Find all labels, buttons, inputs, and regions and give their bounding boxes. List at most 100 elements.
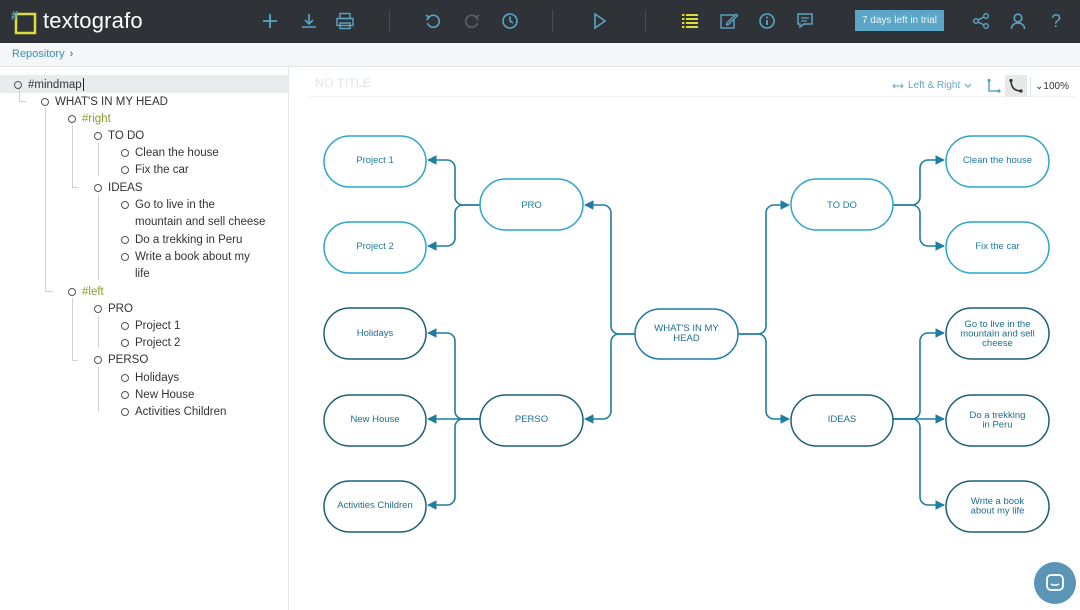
bullet-icon <box>14 80 22 89</box>
indent-guide <box>98 315 99 348</box>
trial-button[interactable]: 7 days left in trial <box>855 10 944 31</box>
outline-line[interactable]: Holidays <box>121 369 179 386</box>
indent-guide <box>19 101 26 102</box>
svg-text:#: # <box>11 8 19 23</box>
node-project-1[interactable]: Project 1 <box>323 135 427 188</box>
outline-line[interactable]: Activities Children <box>121 403 226 420</box>
curved-connector-icon[interactable] <box>1005 75 1027 97</box>
node-pro[interactable]: PRO <box>479 178 584 231</box>
chevron-right-icon: › <box>69 48 74 60</box>
node-new-house[interactable]: New House <box>323 394 427 447</box>
outline-line[interactable]: New House <box>121 386 194 403</box>
outline-line[interactable]: PERSO <box>94 351 148 368</box>
mindmap-canvas[interactable]: NO TITLE Left & Right ⌄100% <box>290 67 1080 610</box>
bullet-icon <box>121 200 129 209</box>
outline-line[interactable]: Project 1 <box>121 317 180 334</box>
bullet-icon <box>121 321 129 330</box>
indent-guide <box>98 367 99 412</box>
bullet-icon <box>41 97 49 106</box>
node-ideas[interactable]: IDEAS <box>790 394 894 447</box>
node-perso[interactable]: PERSO <box>479 394 584 447</box>
breadcrumb-bar: Repository › <box>0 43 1080 67</box>
indent-guide <box>19 86 20 101</box>
svg-text:Holidays: Holidays <box>357 328 394 339</box>
svg-text:Project 1: Project 1 <box>356 155 394 166</box>
outline-line[interactable]: Do a trekking in Peru <box>121 231 242 248</box>
print-icon[interactable] <box>334 10 356 32</box>
layout-label: Left & Right <box>908 80 961 91</box>
indent-guide <box>45 291 53 292</box>
outline-line[interactable]: PRO <box>94 300 133 317</box>
bullet-icon <box>121 252 129 261</box>
outline-line-root-tag[interactable]: #mindmap <box>14 76 84 93</box>
history-icon[interactable] <box>499 10 521 32</box>
user-icon[interactable] <box>1007 10 1029 32</box>
outline-line-tag[interactable]: #left <box>68 283 104 300</box>
node-holidays[interactable]: Holidays <box>323 307 427 360</box>
outline-line[interactable]: Write a book about my <box>121 248 250 265</box>
indent-guide <box>98 195 99 280</box>
outline-line[interactable]: TO DO <box>94 127 144 144</box>
plus-icon[interactable] <box>259 10 281 32</box>
indent-guide <box>72 360 78 361</box>
share-icon[interactable] <box>970 10 992 32</box>
outline-line-tag[interactable]: #right <box>68 110 111 127</box>
svg-text:Fix the car: Fix the car <box>975 241 1019 252</box>
play-icon[interactable] <box>589 10 611 32</box>
node-clean-house[interactable]: Clean the house <box>945 135 1050 188</box>
svg-text:PRO: PRO <box>521 200 542 211</box>
list-view-icon[interactable] <box>679 10 701 32</box>
chat-support-button[interactable] <box>1034 562 1076 604</box>
svg-text:IDEAS: IDEAS <box>828 414 857 425</box>
comment-icon[interactable] <box>794 10 816 32</box>
logo-text: textografo <box>43 8 143 33</box>
toolbar-divider <box>389 10 390 32</box>
download-icon[interactable] <box>298 10 320 32</box>
top-toolbar: # textografo 7 days left in trial <box>0 0 1080 43</box>
edit-style-icon[interactable] <box>718 10 740 32</box>
zoom-level: 100% <box>1043 81 1069 92</box>
outline-line[interactable]: IDEAS <box>94 179 143 196</box>
indent-guide <box>98 143 99 176</box>
undo-icon[interactable] <box>422 10 444 32</box>
indent-guide <box>72 298 73 360</box>
info-icon[interactable] <box>756 10 778 32</box>
outline-line[interactable]: Project 2 <box>121 334 180 351</box>
help-icon[interactable]: ? <box>1050 10 1061 31</box>
redo-icon[interactable] <box>461 10 483 32</box>
node-project-2[interactable]: Project 2 <box>323 221 427 274</box>
outline-line[interactable]: Go to live in the <box>121 196 215 213</box>
bullet-icon <box>94 304 102 313</box>
app-logo[interactable]: # textografo <box>10 7 143 35</box>
bullet-icon <box>68 287 76 296</box>
indent-guide <box>72 187 78 188</box>
breadcrumb-repository-link[interactable]: Repository <box>12 48 65 60</box>
toolbar-divider <box>552 10 553 32</box>
outline-line[interactable]: WHAT'S IN MY HEAD <box>41 93 168 110</box>
outline-line[interactable]: Fix the car <box>121 161 189 178</box>
zoom-dropdown[interactable]: ⌄100% <box>1035 81 1069 92</box>
node-todo[interactable]: TO DO <box>790 178 894 231</box>
svg-text:New House: New House <box>350 414 399 425</box>
bullet-icon <box>121 338 129 347</box>
orthogonal-connector-icon[interactable] <box>983 75 1005 97</box>
outline-line-wrap[interactable]: life <box>135 267 150 280</box>
outline-line[interactable]: Clean the house <box>121 144 219 161</box>
node-activities-children[interactable]: Activities Children <box>323 480 427 533</box>
chevron-down-icon: ⌄ <box>1035 81 1044 92</box>
node-fix-car[interactable]: Fix the car <box>945 221 1050 274</box>
layout-arrows-icon <box>892 83 904 88</box>
bullet-icon <box>121 390 129 399</box>
layout-dropdown[interactable]: Left & Right <box>892 80 972 91</box>
toolbar-divider <box>1030 77 1031 97</box>
diagram-title-placeholder[interactable]: NO TITLE <box>315 76 372 90</box>
outline-line-wrap[interactable]: mountain and sell cheese <box>135 215 266 228</box>
text-editor-panel[interactable]: #mindmap WHAT'S IN MY HEAD #right TO DO … <box>0 67 289 610</box>
